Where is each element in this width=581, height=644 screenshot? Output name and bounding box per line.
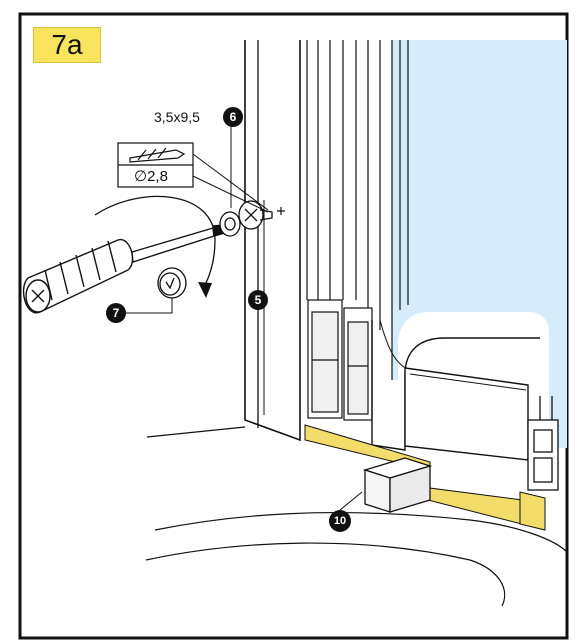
spacer-block — [362, 457, 433, 513]
screwdriver — [22, 224, 226, 314]
wall-post — [244, 40, 301, 442]
floor-lines — [145, 426, 568, 607]
callout-7: 7 — [106, 303, 126, 323]
seal-strip-lower — [519, 491, 546, 531]
screw-assembly — [219, 200, 273, 237]
leader-lines — [118, 125, 363, 511]
callout-5: 5 — [248, 290, 268, 310]
callout-10: 10 — [329, 510, 351, 532]
callout-6: 6 — [223, 107, 243, 127]
rail-profile-section — [527, 396, 559, 491]
profile-lines — [306, 40, 409, 380]
screw-spec-label: 3,5x9,5 — [154, 109, 200, 125]
hinge-blocks — [307, 299, 373, 421]
drill-spec-box — [117, 142, 194, 188]
drill-spec-label: ∅2,8 — [134, 168, 168, 185]
step-badge: 7a — [33, 27, 101, 63]
rotation-arrow — [94, 195, 216, 286]
glass-pane — [392, 40, 567, 448]
cover-cap — [157, 267, 187, 299]
bottom-rail-line — [409, 373, 527, 391]
drill-hole-mark — [277, 207, 285, 215]
rotation-arrowhead — [198, 282, 212, 298]
